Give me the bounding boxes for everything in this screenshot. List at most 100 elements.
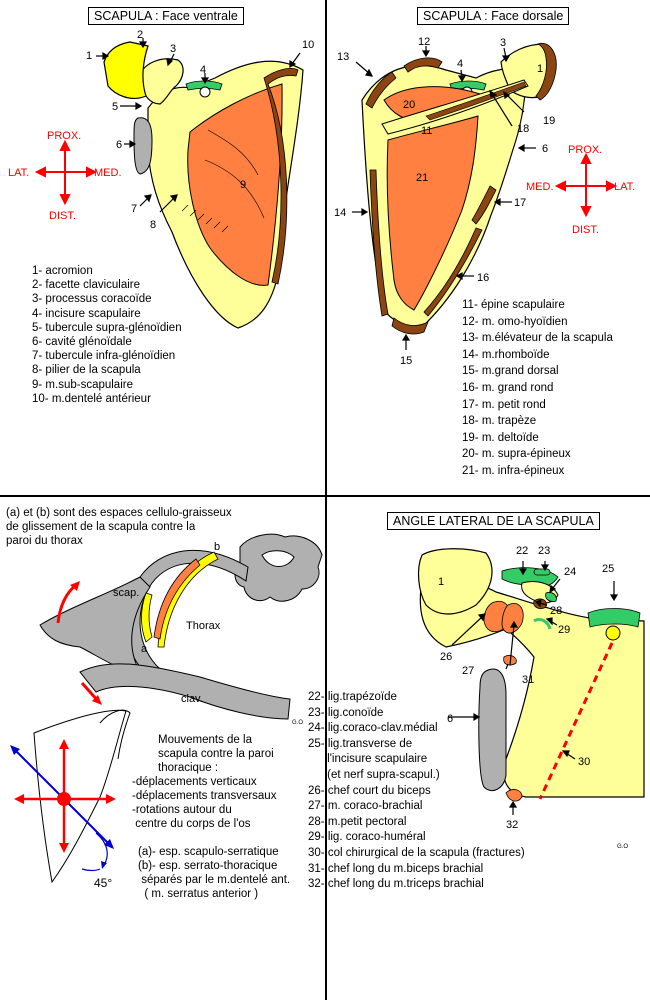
dorsal-num-20: 20 bbox=[403, 99, 415, 111]
dorsal-legend: 11- épine scapulaire 12- m. omo-hyoïdien… bbox=[462, 297, 613, 480]
dorsal-legend-item: 21- m. infra-épineux bbox=[462, 464, 565, 477]
dorsal-legend-item: 13- m.élévateur de la scapula bbox=[462, 332, 613, 345]
rotation-center bbox=[57, 792, 71, 806]
ventral-legend-item: 2- facette claviculaire bbox=[32, 279, 141, 292]
panel-dorsal: SCAPULA : Face dorsale bbox=[326, 0, 650, 495]
dorsal-num-18: 18 bbox=[517, 123, 529, 135]
scapular-notch bbox=[199, 86, 211, 98]
lateral-num-32: 32 bbox=[506, 819, 518, 831]
thorax-signature: G.O bbox=[292, 720, 303, 726]
dorsal-legend-item: 16- m. grand rond bbox=[462, 381, 554, 394]
lateral-legend-item: 26- chef court du biceps bbox=[308, 784, 431, 797]
ventral-legend-item: 10- m.dentelé antérieur bbox=[32, 392, 151, 405]
levator-scapulae-muscle bbox=[365, 71, 397, 109]
ventral-scapula-diagram: 1 2 3 4 5 6 7 8 9 10 PROX. LAT. MED. DIS… bbox=[8, 29, 314, 329]
scapular-notch-ligament bbox=[185, 80, 223, 91]
thorax-scapula bbox=[39, 576, 151, 673]
ventral-num-2: 2 bbox=[137, 29, 143, 41]
ventral-legend-item: 1- acromion bbox=[32, 265, 93, 277]
ventral-num-8: 8 bbox=[150, 219, 156, 231]
lateral-scapular-notch bbox=[605, 625, 621, 641]
dorsal-num-14: 14 bbox=[334, 207, 346, 219]
lateral-legend-item: 23- lig.conoïde bbox=[308, 706, 384, 719]
ventral-legend-item: 7- tubercule infra-glénoïdien bbox=[32, 350, 176, 363]
dorsal-legend-item: 19- m. deltoïde bbox=[462, 431, 539, 444]
movements-line: -déplacements verticaux bbox=[132, 776, 257, 788]
coraco-clav-medial-lig bbox=[545, 592, 557, 602]
clavicle bbox=[79, 663, 291, 720]
ventral-title: SCAPULA : Face ventrale bbox=[88, 7, 244, 25]
dorsal-num-11: 11 bbox=[421, 125, 432, 137]
dorsal-legend-item: 17- m. petit rond bbox=[462, 398, 546, 411]
dorsal-num-6: 6 bbox=[542, 143, 548, 155]
thorax-intro-line: paroi du thorax bbox=[6, 535, 83, 547]
lateral-num-25: 25 bbox=[602, 563, 614, 575]
spaces-text: (a)- esp. scapulo-serratique (b)- esp. s… bbox=[138, 845, 290, 901]
lateral-legend-item: (et nerf supra-scapul.) bbox=[308, 768, 440, 781]
ventral-orient-prox: PROX. bbox=[47, 130, 81, 142]
ventral-legend-item: 6- cavité glénoïdale bbox=[32, 336, 132, 349]
lateral-legend-item: 27- m. coraco-brachial bbox=[308, 800, 423, 813]
lateral-num-24: 24 bbox=[564, 566, 576, 578]
trapezius-muscle bbox=[425, 81, 527, 121]
lateral-num-28: 28 bbox=[550, 605, 562, 617]
lateral-num-30: 30 bbox=[578, 756, 590, 768]
lateral-num-27: 27 bbox=[462, 665, 474, 677]
vertebra bbox=[234, 533, 323, 602]
spaces-line: séparés par le m.dentelé ant. bbox=[138, 874, 291, 886]
dorsal-legend-item: 20- m. supra-épineux bbox=[462, 448, 571, 461]
dorsal-title: SCAPULA : Face dorsale bbox=[417, 7, 570, 25]
vertical-divider-bottom bbox=[325, 497, 327, 1000]
lateral-num-29: 29 bbox=[558, 624, 570, 636]
ventral-num-4: 4 bbox=[200, 64, 206, 76]
movements-line: -déplacements transversaux bbox=[132, 790, 277, 802]
spaces-line: (b)- esp. serrato-thoracique bbox=[138, 860, 278, 872]
dorsal-orient-dist: DIST. bbox=[572, 224, 599, 236]
lateral-num-6: 6 bbox=[447, 713, 453, 725]
lateral-legend-item: 25- lig.transverse de bbox=[308, 737, 413, 750]
spaces-line: (a)- esp. scapulo-serratique bbox=[138, 846, 279, 858]
panel-lateral: ANGLE LATERAL DE LA SCAPULA bbox=[308, 497, 650, 1000]
movements-line: Mouvements de la bbox=[158, 734, 252, 746]
ventral-orient-med: MED. bbox=[94, 167, 122, 179]
dorsal-orientation-cross bbox=[554, 152, 618, 218]
dorsal-orient-prox: PROX. bbox=[568, 144, 602, 156]
ventral-legend-item: 3- processus coracoïde bbox=[32, 293, 152, 306]
glenoid-cavity bbox=[133, 117, 153, 175]
lateral-legend-item: 32- chef long du m.triceps brachial bbox=[308, 878, 484, 891]
lateral-legend: 22- lig.trapézoïde 23- lig.conoïde 24- l… bbox=[308, 690, 525, 893]
dorsal-num-1: 1 bbox=[537, 63, 543, 75]
spaces-line: ( m. serratus anterior ) bbox=[138, 888, 259, 900]
dorsal-num-3: 3 bbox=[500, 37, 506, 49]
dorsal-orient-lat: LAT. bbox=[614, 181, 635, 193]
surgical-neck-line bbox=[538, 642, 614, 800]
movements-line: -rotations autour du bbox=[132, 804, 232, 816]
ventral-num-10: 10 bbox=[302, 39, 314, 51]
thorax-intro-line: (a) et (b) sont des espaces cellulo-grai… bbox=[6, 507, 232, 519]
lateral-acromion bbox=[417, 548, 493, 615]
dorsal-orient-med: MED. bbox=[526, 181, 554, 193]
movements-text: Mouvements de la scapula contre la paroi… bbox=[132, 733, 276, 831]
dorsal-num-4: 4 bbox=[457, 58, 463, 70]
dorsal-num-19: 19 bbox=[543, 115, 555, 127]
thorax-label-scap: scap. bbox=[113, 587, 139, 599]
omohyoid-muscle bbox=[403, 57, 443, 73]
lateral-legend-item: 30- col chirurgical de la scapula (fract… bbox=[308, 846, 525, 859]
lateral-signature: G.O bbox=[617, 844, 628, 850]
ventral-num-3: 3 bbox=[170, 43, 176, 55]
subscapularis-muscle bbox=[187, 83, 283, 286]
lateral-num-23: 23 bbox=[538, 545, 550, 557]
lateral-glenoid bbox=[478, 668, 507, 791]
ventral-num-1: 1 bbox=[86, 50, 92, 62]
movements-line: thoracique : bbox=[158, 762, 219, 774]
thorax-intro: (a) et (b) sont des espaces cellulo-grai… bbox=[6, 506, 232, 548]
dorsal-num-13: 13 bbox=[337, 51, 349, 63]
ventral-legend-item: 8- pilier de la scapula bbox=[32, 364, 141, 377]
rotation-angle: 45° bbox=[94, 876, 112, 890]
ventral-legend-item: 4- incisure scapulaire bbox=[32, 307, 141, 320]
lateral-scapula-body bbox=[419, 578, 645, 798]
dorsal-legend-item: 15- m.grand dorsal bbox=[462, 365, 559, 378]
dorsal-legend-item: 14- m.rhomboïde bbox=[462, 348, 550, 361]
lateral-legend-item: 31- chef long du m.biceps brachial bbox=[308, 862, 484, 875]
lateral-num-31: 31 bbox=[522, 674, 534, 686]
